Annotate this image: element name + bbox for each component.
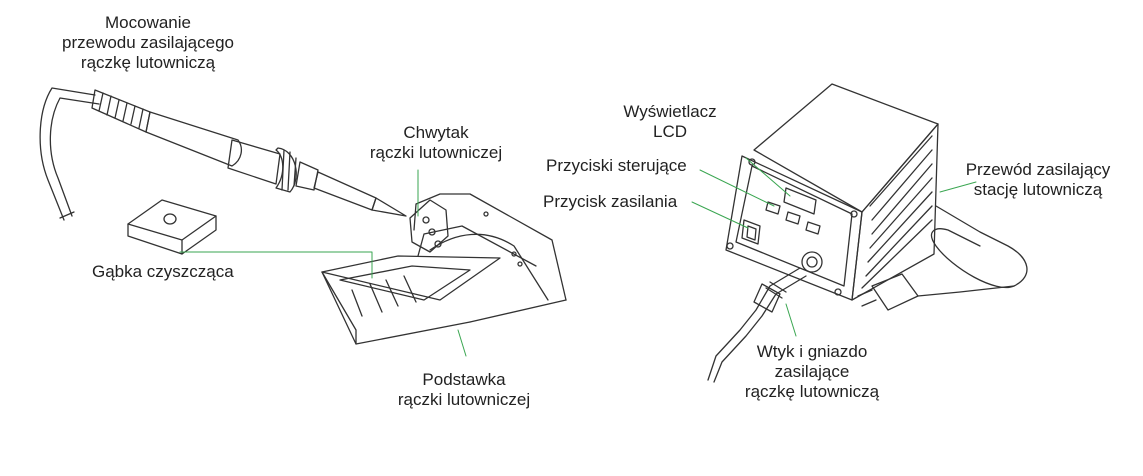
label-line: przewodu zasilającego <box>62 33 234 52</box>
label-iron-holder-clip: Chwytak rączki lutowniczej <box>370 123 502 163</box>
label-line: rączkę lutowniczą <box>80 53 216 72</box>
leader-podstawka <box>457 329 467 357</box>
leader-gabka <box>179 251 373 279</box>
leader-lcd <box>745 157 791 197</box>
label-line: Wtyk i gniazdo <box>756 342 868 361</box>
leader-wtyk <box>785 303 797 337</box>
leader-przyciski <box>699 169 775 207</box>
label-line: Wyświetlacz <box>623 102 717 121</box>
label-line: rączki lutowniczej <box>369 143 503 162</box>
label-line: Przyciski sterujące <box>546 156 687 175</box>
label-line: Przycisk zasilania <box>543 192 678 211</box>
label-iron-stand: Podstawka rączki lutowniczej <box>398 370 530 410</box>
label-line: Przewód zasilający <box>965 160 1111 179</box>
label-line: Podstawka <box>422 370 506 389</box>
soldering-iron-drawing <box>39 87 407 221</box>
label-station-power-cord: Przewód zasilający stację lutowniczą <box>966 160 1111 200</box>
label-line: LCD <box>652 122 688 141</box>
label-line: Chwytak <box>403 123 469 142</box>
station-drawing <box>707 83 1028 383</box>
label-line: rączkę lutowniczą <box>744 382 880 401</box>
leader-przewod <box>939 181 977 193</box>
sponge-drawing <box>127 199 217 255</box>
leader-lines <box>179 157 977 357</box>
label-control-buttons: Przyciski sterujące <box>546 156 687 176</box>
label-line: zasilające <box>774 362 850 381</box>
label-lcd-display: Wyświetlacz LCD <box>623 102 716 142</box>
label-line: Mocowanie <box>105 13 191 32</box>
label-line: Gąbka czyszcząca <box>92 262 234 281</box>
label-iron-cable-mount: Mocowanie przewodu zasilającego rączkę l… <box>62 13 234 73</box>
label-power-button: Przycisk zasilania <box>543 192 677 212</box>
iron-stand-drawing <box>321 193 567 345</box>
label-iron-plug-socket: Wtyk i gniazdo zasilające rączkę lutowni… <box>745 342 879 402</box>
label-line: stację lutowniczą <box>973 180 1103 199</box>
label-line: rączki lutowniczej <box>397 390 531 409</box>
leader-zasilanie <box>691 201 749 229</box>
label-cleaning-sponge: Gąbka czyszcząca <box>92 262 234 282</box>
